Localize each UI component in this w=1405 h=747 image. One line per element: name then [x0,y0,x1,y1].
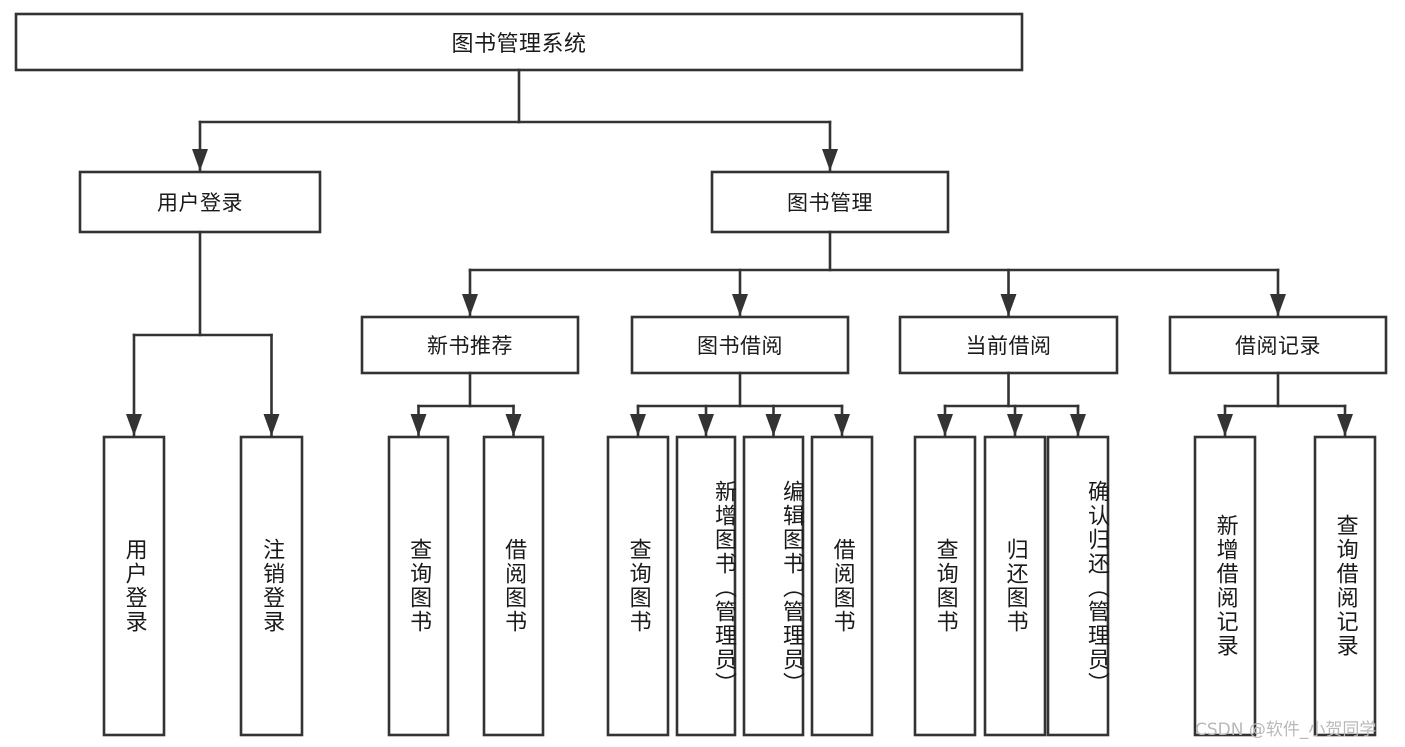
arrowhead-icon-leaf-query-current [937,414,953,436]
node-box-book-manage[interactable] [710,170,950,234]
arrowhead-icon-leaf-edit-book [765,414,782,436]
node-box-current-borrow[interactable] [898,315,1119,375]
arrows-layer [126,149,1353,436]
arrowhead-icon-leaf-add-book [698,414,714,436]
node-box-leaf-query-current[interactable] [913,435,977,737]
arrowhead-icon-user-login [192,149,208,171]
node-box-leaf-borrow-book-rec[interactable] [482,435,545,737]
node-box-user-login[interactable] [78,170,322,234]
node-box-leaf-query-book-rec[interactable] [387,435,450,737]
node-box-leaf-user-login[interactable] [102,435,166,737]
arrowhead-icon-book-borrow [732,294,748,316]
arrowhead-icon-leaf-query-book-rec [410,414,427,436]
node-box-borrow-record[interactable] [1168,315,1388,375]
node-box-leaf-query-record[interactable] [1313,435,1377,737]
arrowhead-icon-leaf-user-login [126,414,142,436]
node-box-leaf-confirm-return[interactable] [1046,435,1110,737]
arrowhead-icon-leaf-logout [263,414,280,436]
arrowhead-icon-leaf-add-record [1217,414,1233,436]
arrowhead-icon-current-borrow [1000,294,1017,316]
node-box-leaf-query-book[interactable] [606,435,670,737]
node-box-leaf-add-book[interactable] [675,435,737,737]
boxes-layer [14,12,1388,737]
node-box-leaf-return-book[interactable] [983,435,1047,737]
lines-layer [132,68,1347,437]
arrowhead-icon-leaf-query-book [630,414,646,436]
arrowhead-icon-borrow-record [1270,294,1286,316]
node-box-leaf-borrow-book[interactable] [810,435,874,737]
arrowhead-icon-leaf-query-record [1337,414,1353,436]
arrowhead-icon-leaf-return-book [1007,414,1023,436]
arrowhead-icon-book-manage [822,149,838,171]
arrowhead-icon-leaf-confirm-return [1070,414,1086,436]
arrowhead-icon-leaf-borrow-book-rec [505,414,522,436]
node-box-leaf-edit-book[interactable] [742,435,805,737]
node-box-root[interactable] [14,12,1024,72]
node-box-leaf-logout[interactable] [239,435,304,737]
node-box-new-book-rec[interactable] [360,315,580,375]
node-box-book-borrow[interactable] [630,315,850,375]
arrowhead-icon-leaf-borrow-book [834,414,850,436]
csdn-watermark: CSDN @软件_小贺同学 [1195,720,1377,740]
node-box-leaf-add-record[interactable] [1193,435,1257,737]
arrowhead-icon-new-book-rec [462,294,478,316]
